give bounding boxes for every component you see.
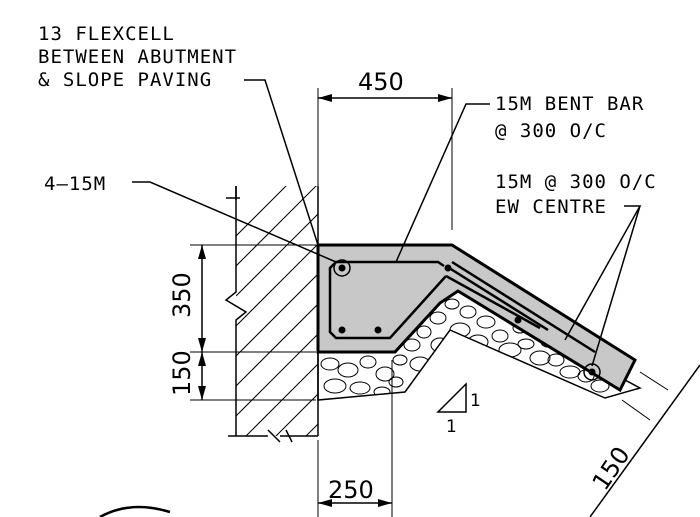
ew-leader-1 [564, 205, 642, 341]
dimension-150-text: 150 [168, 350, 196, 396]
dimension-350-150: 350 150 [168, 244, 316, 401]
concrete-section [316, 243, 637, 393]
bent-bar-label-line2: @ 300 O/C [495, 120, 607, 142]
slab-bar-bottom [445, 274, 541, 330]
bent-bar-label-line1: 15M BENT BAR [495, 93, 644, 115]
slab-bar-long [451, 260, 596, 354]
dimension-250-text: 250 [328, 476, 374, 504]
slab-bar-top [445, 264, 549, 332]
abutment-hatching [236, 186, 318, 436]
callout-circle [333, 259, 351, 277]
slope-run-text: 1 [446, 417, 457, 437]
bar-dot [338, 264, 346, 272]
label-ew-centre: 15M @ 300 O/C EW CENTRE [495, 171, 657, 367]
flexcell-leader [244, 79, 319, 246]
bars-4-15m-label: 4–15M [44, 173, 106, 195]
reinforcement [328, 259, 601, 381]
abutment-wall [224, 186, 319, 443]
dimension-slab-thickness: 150 [587, 364, 700, 517]
bar-dot [514, 316, 522, 324]
slope-rise-text: 1 [470, 391, 481, 411]
bent-bar [328, 260, 447, 340]
ew-leader-2 [591, 205, 641, 367]
dimension-450: 450 [317, 68, 453, 240]
ew-label-line1: 15M @ 300 O/C [495, 171, 657, 193]
partial-edge-curve [99, 505, 171, 517]
ew-label-line2: EW CENTRE [495, 196, 607, 218]
label-4-15m: 4–15M [44, 173, 337, 263]
dimension-slab-thickness-text: 150 [587, 442, 636, 496]
bar-dot [444, 264, 452, 272]
dimension-350-text: 350 [168, 272, 196, 318]
label-bent-bar: 15M BENT BAR @ 300 O/C [395, 93, 644, 263]
flexcell-label-line2: BETWEEN ABUTMENT [38, 46, 237, 68]
bars-4-15m-leader [132, 181, 337, 263]
bar-dot [374, 326, 382, 334]
dimension-250: 250 [317, 360, 393, 517]
flexcell-label-line3: & SLOPE PAVING [38, 69, 212, 91]
flexcell-label-line1: 13 FLEXCELL [38, 23, 175, 45]
slope-symbol: 1 1 [436, 382, 481, 437]
label-flexcell: 13 FLEXCELL BETWEEN ABUTMENT & SLOPE PAV… [38, 23, 319, 246]
concrete-slope-paving [316, 243, 637, 393]
bar-dot [588, 368, 596, 376]
abutment-break-line [224, 186, 248, 436]
bent-bar-leader [395, 103, 490, 263]
bar-dot [338, 326, 346, 334]
dimension-450-text: 450 [358, 68, 404, 96]
